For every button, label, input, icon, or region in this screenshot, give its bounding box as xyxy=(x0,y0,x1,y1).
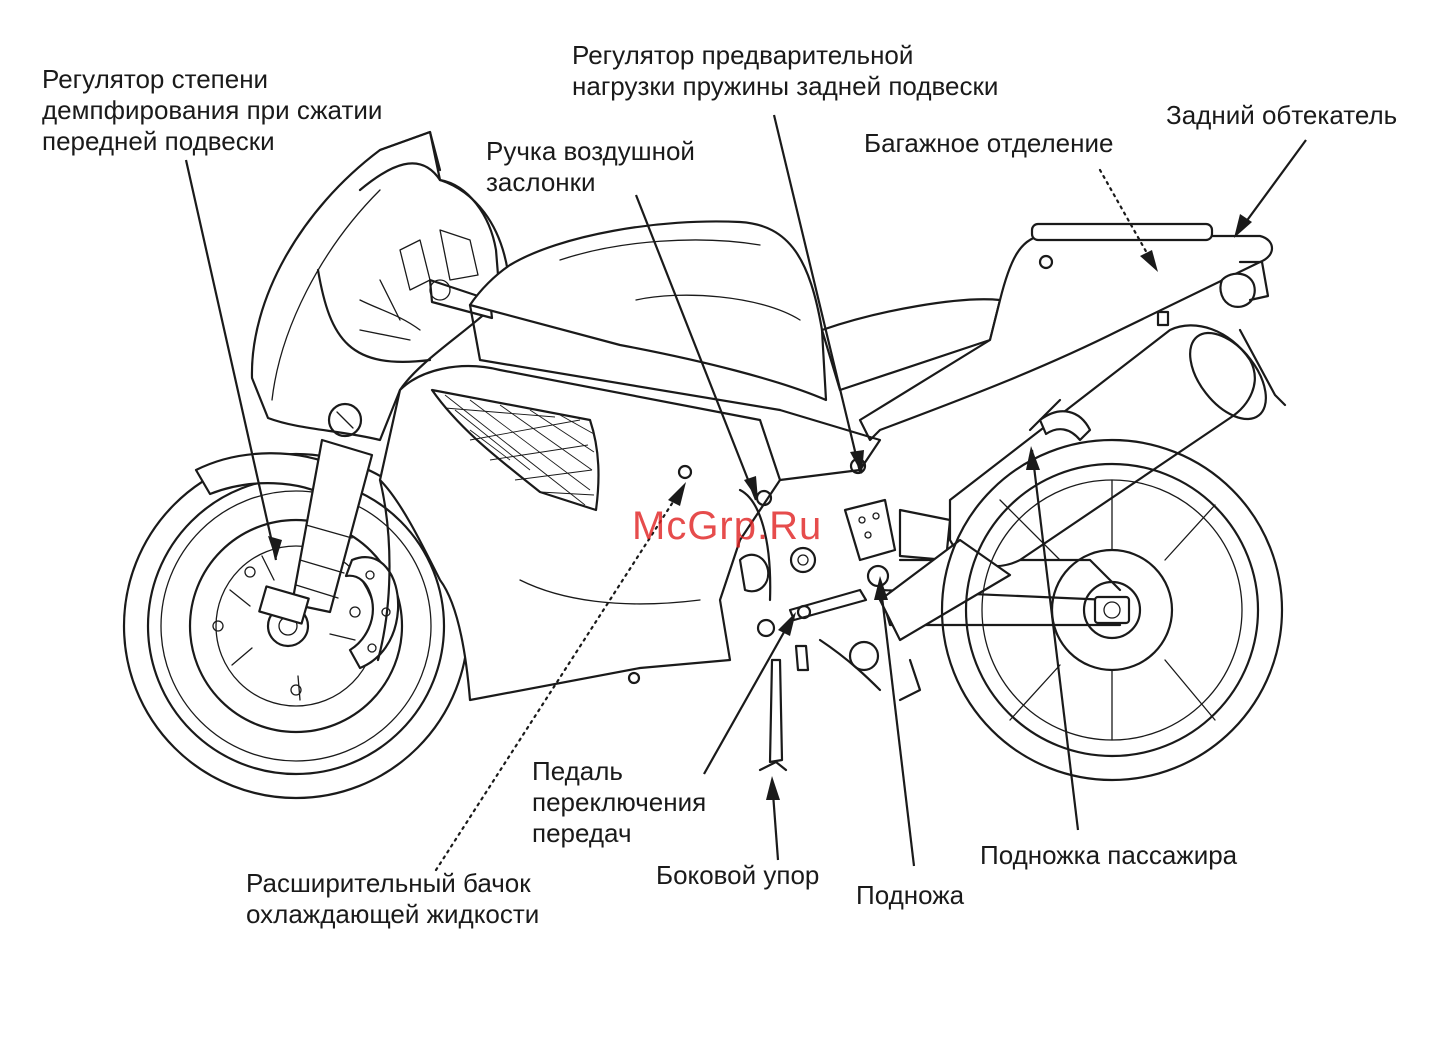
tail-section xyxy=(858,222,1287,442)
rear-wheel xyxy=(940,438,1284,782)
front-fairing xyxy=(250,130,502,442)
label-choke-knob: Ручка воздушной заслонки xyxy=(486,136,695,197)
label-rear-cowl: Задний обтекатель xyxy=(1166,100,1398,130)
callout-leaders xyxy=(184,114,1307,872)
label-luggage-compartment: Багажное отделение xyxy=(864,128,1114,158)
frame-and-engine xyxy=(738,408,952,702)
gear-pedal-and-side-stand xyxy=(756,588,868,772)
label-coolant-reserve-tank: Расширительный бачок охлаждающей жидкост… xyxy=(246,868,540,929)
label-passenger-footpeg: Подножка пассажира xyxy=(980,840,1238,870)
label-front-compression-adjuster: Регулятор степени демпфирования при сжат… xyxy=(42,64,383,156)
label-rear-preload-adjuster: Регулятор предварительной нагрузки пружи… xyxy=(572,40,999,101)
label-footpeg: Подножа xyxy=(856,880,965,910)
front-brake-caliper xyxy=(344,556,400,670)
watermark: McGrp.Ru xyxy=(632,504,823,548)
exhaust-muffler xyxy=(878,324,1267,642)
front-fork xyxy=(258,438,391,662)
side-fairing xyxy=(378,364,782,702)
label-gear-shift-pedal: Педаль переключения передач xyxy=(532,756,707,848)
fuel-tank xyxy=(468,220,828,412)
label-side-stand: Боковой упор xyxy=(656,860,820,890)
